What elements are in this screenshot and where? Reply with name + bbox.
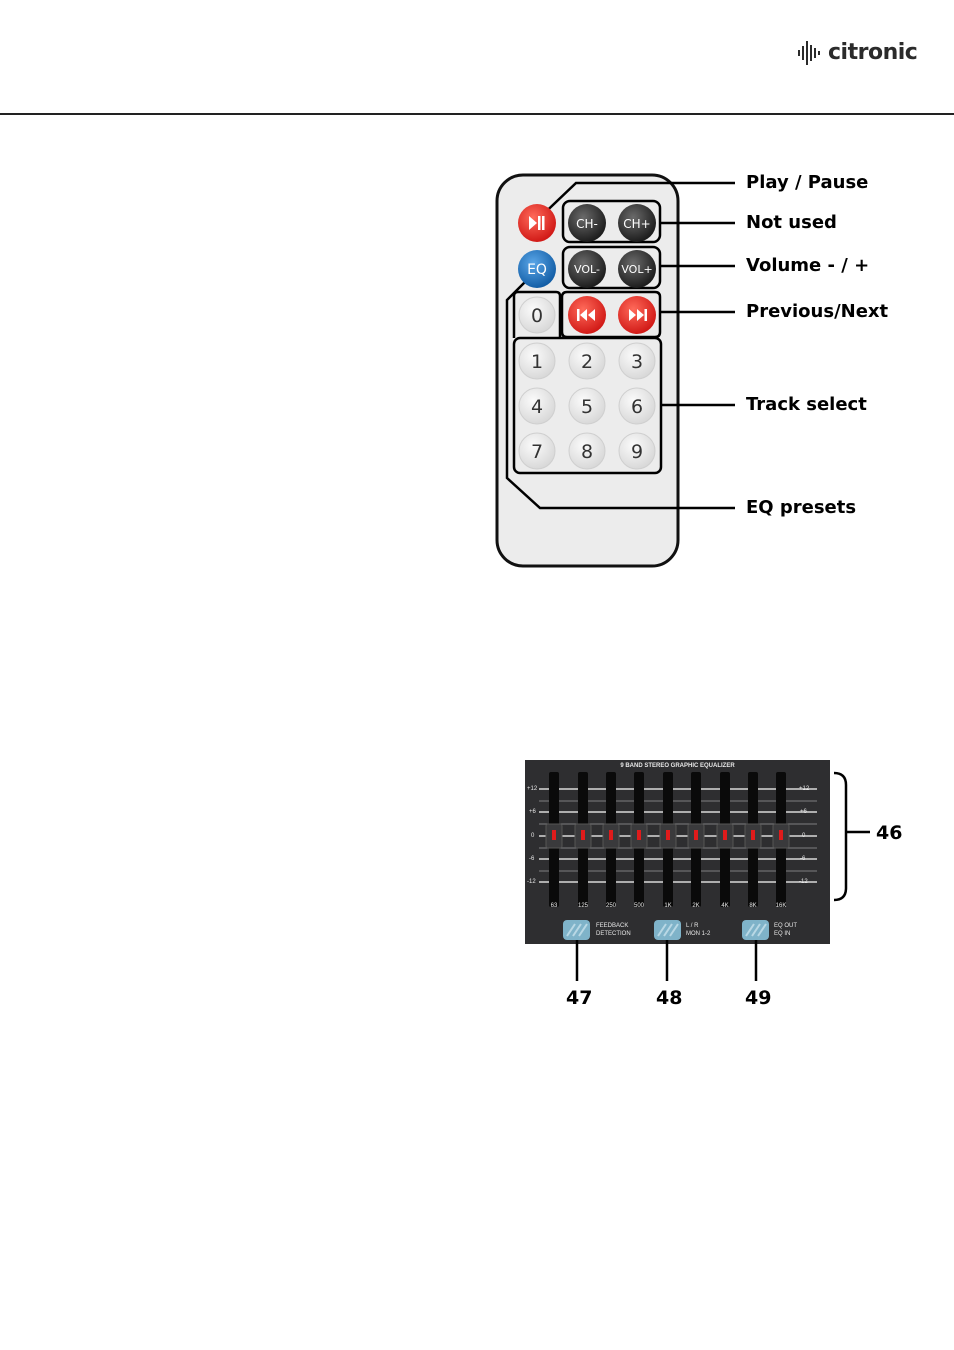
band-label: 63 <box>549 902 559 910</box>
digit-button-0[interactable]: 0 <box>519 297 555 333</box>
previous-button[interactable] <box>568 296 606 334</box>
scale-left-label: 0 <box>531 832 534 840</box>
vol-plus-button[interactable]: VOL+ <box>618 250 656 288</box>
next-button[interactable] <box>618 296 656 334</box>
scale-left-label: -12 <box>527 878 536 886</box>
callout-not-used: Not used <box>746 214 837 232</box>
digit-label: 5 <box>581 396 593 418</box>
digit-label: 1 <box>531 351 543 373</box>
eq-button-label: EQ <box>527 262 547 278</box>
ch-minus-button[interactable]: CH- <box>568 204 606 242</box>
digit-label: 7 <box>531 441 543 463</box>
brand-name: citronic <box>828 40 917 65</box>
callout-track-select: Track select <box>746 396 867 414</box>
callout-47: 47 <box>566 989 592 1008</box>
header-divider <box>0 113 954 115</box>
digit-button-5[interactable]: 5 <box>569 388 605 424</box>
digit-label: 0 <box>531 305 543 327</box>
digit-label: 6 <box>631 396 643 418</box>
digit-button-6[interactable]: 6 <box>619 388 655 424</box>
digit-button-1[interactable]: 1 <box>519 343 555 379</box>
callout-46: 46 <box>876 824 902 843</box>
digit-button-4[interactable]: 4 <box>519 388 555 424</box>
scale-left-label: -6 <box>529 855 534 863</box>
scale-left-label: +6 <box>529 808 536 816</box>
digit-label: 4 <box>531 396 543 418</box>
callout-prev-next: Previous/Next <box>746 303 888 321</box>
vol-minus-button[interactable]: VOL- <box>568 250 606 288</box>
citronic-logo: citronic <box>798 40 917 65</box>
scale-left-label: +12 <box>527 785 537 793</box>
callout-48: 48 <box>656 989 682 1008</box>
ch-minus-label: CH- <box>576 217 598 231</box>
ch-plus-button[interactable]: CH+ <box>618 204 656 242</box>
digit-button-8[interactable]: 8 <box>569 433 605 469</box>
digit-label: 8 <box>581 441 593 463</box>
digit-label: 2 <box>581 351 593 373</box>
digit-label: 9 <box>631 441 643 463</box>
vol-plus-label: VOL+ <box>621 263 652 276</box>
bracket-46 <box>834 773 846 900</box>
digit-button-3[interactable]: 3 <box>619 343 655 379</box>
ch-plus-label: CH+ <box>623 217 650 231</box>
callout-volume: Volume - / + <box>746 257 869 275</box>
callout-49: 49 <box>745 989 771 1008</box>
equalizer-callouts <box>560 770 880 985</box>
callout-play-pause: Play / Pause <box>746 174 868 192</box>
play-pause-button[interactable] <box>518 204 556 242</box>
digit-button-2[interactable]: 2 <box>569 343 605 379</box>
callout-eq-presets: EQ presets <box>746 499 856 517</box>
vol-minus-label: VOL- <box>574 263 600 276</box>
digit-button-9[interactable]: 9 <box>619 433 655 469</box>
digit-button-7[interactable]: 7 <box>519 433 555 469</box>
digit-label: 3 <box>631 351 643 373</box>
eq-button[interactable]: EQ <box>518 250 556 288</box>
waveform-icon <box>798 41 824 65</box>
